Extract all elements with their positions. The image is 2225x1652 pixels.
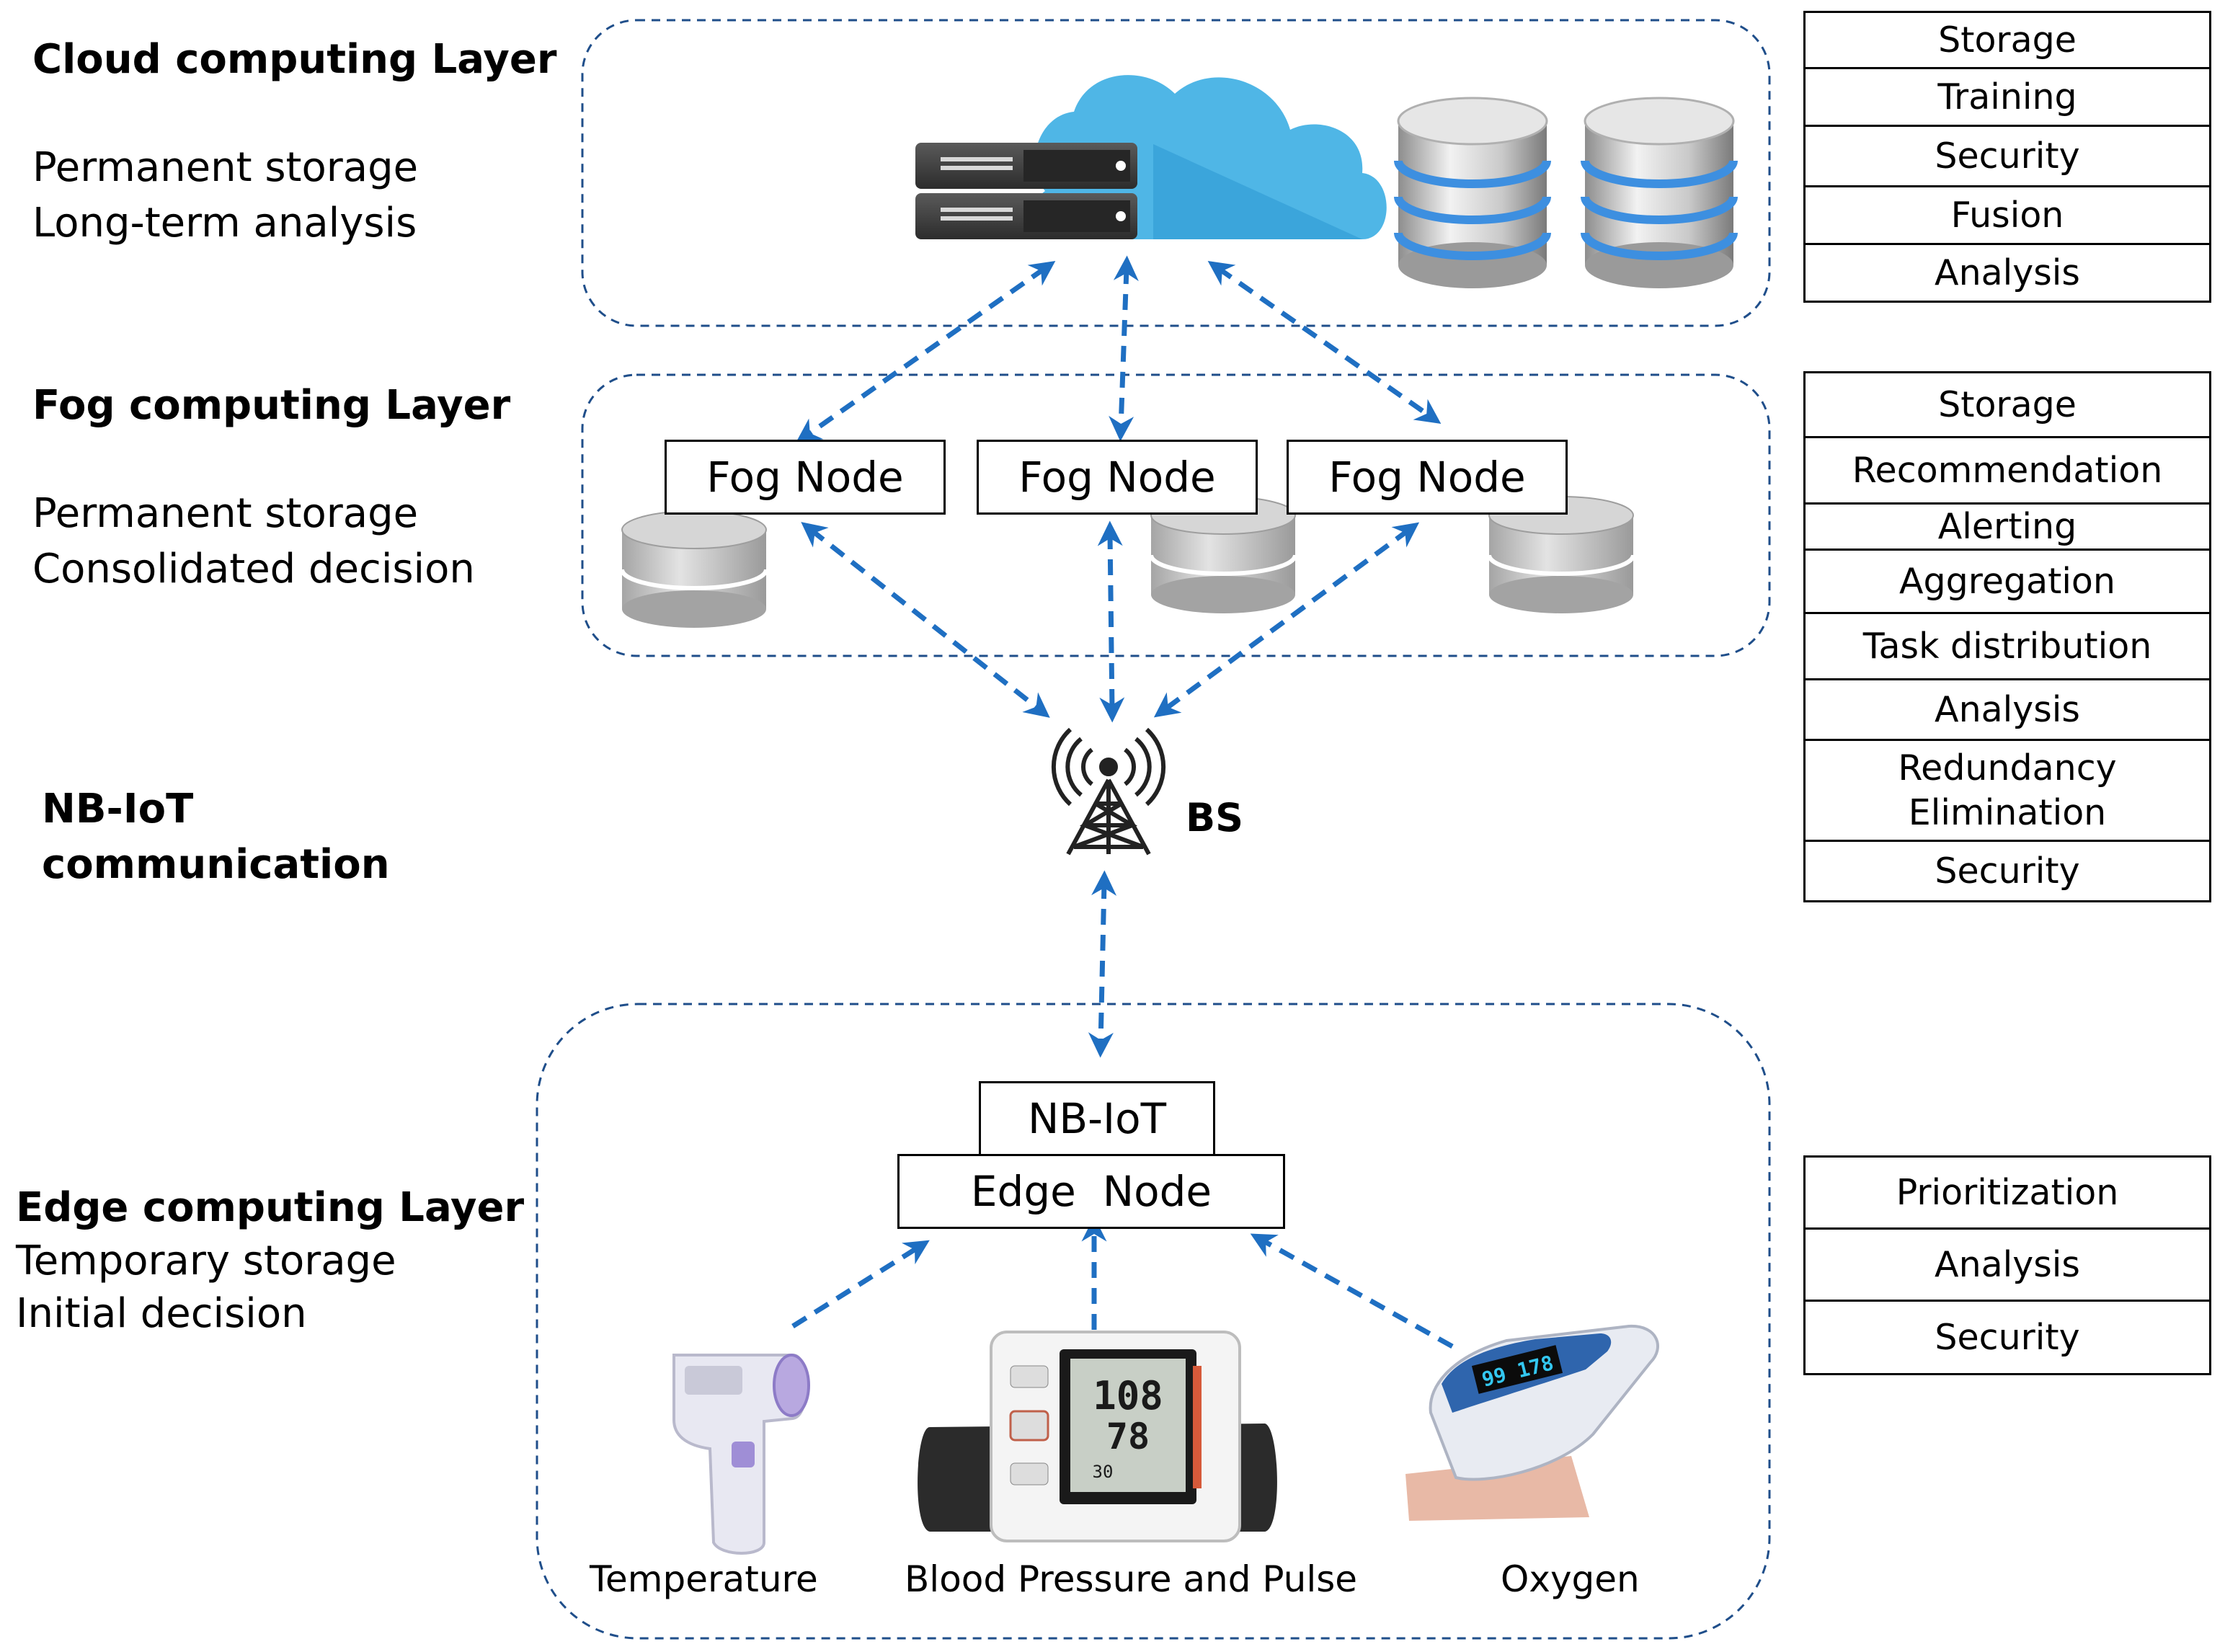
- device-label-oxygen: Oxygen: [1501, 1558, 1640, 1600]
- edge-node-label: Edge Node: [970, 1167, 1212, 1216]
- cloud-function-item: Fusion: [1803, 187, 2211, 245]
- arrow-cloud-fog2: [1109, 255, 1139, 442]
- fog-node-label: Fog Node: [706, 453, 904, 502]
- fog-node-1: Fog Node: [665, 440, 946, 515]
- fog-function-item: Recommendation: [1803, 438, 2211, 505]
- arrow-oxy-edge: [1250, 1233, 1454, 1349]
- fog-function-item: Analysis: [1803, 680, 2211, 741]
- cloud-function-item: Security: [1803, 127, 2211, 187]
- fog-function-item: Storage: [1803, 373, 2211, 438]
- edge-layer-title: Edge computing Layer: [16, 1184, 525, 1231]
- fog-node-3: Fog Node: [1287, 440, 1568, 515]
- device-label-blood-pressure: Blood Pressure and Pulse: [905, 1558, 1358, 1600]
- bp-systolic-readout: 108: [1093, 1373, 1163, 1418]
- cloud-layer-desc-2: Long-term analysis: [32, 200, 417, 247]
- arrow-bs-edge: [1088, 870, 1117, 1058]
- edge-function-item: Security: [1803, 1302, 2211, 1375]
- fog-layer-desc-1: Permanent storage: [32, 490, 419, 537]
- nbiot-layer-title-1: NB-IoT: [42, 786, 194, 832]
- bp-pulse-readout: 30: [1093, 1462, 1114, 1482]
- bp-diastolic-readout: 78: [1106, 1416, 1150, 1457]
- nbiot-layer-title-2: communication: [42, 841, 390, 888]
- database-icon: [620, 510, 768, 628]
- database-icon: [1487, 496, 1635, 613]
- fog-node-label: Fog Node: [1328, 453, 1526, 502]
- cloud-function-item: Training: [1803, 69, 2211, 127]
- fog-function-item: Task distribution: [1803, 614, 2211, 680]
- fog-node-2: Fog Node: [977, 440, 1258, 515]
- cloud-layer-title: Cloud computing Layer: [32, 36, 557, 83]
- infrared-thermometer-icon: [672, 1354, 810, 1555]
- edge-function-item: Prioritization: [1803, 1158, 2211, 1230]
- device-label-temperature: Temperature: [590, 1558, 818, 1600]
- fog-function-item: Redundancy Elimination: [1803, 741, 2211, 842]
- cloud-function-item: Storage: [1803, 13, 2211, 69]
- arrow-fog2-bs: [1097, 520, 1125, 723]
- edge-function-item: Analysis: [1803, 1230, 2211, 1302]
- base-station-label: BS: [1186, 795, 1244, 840]
- arrow-fog1-bs: [801, 522, 1050, 718]
- server-rack-icon: [915, 143, 1137, 239]
- blood-pressure-monitor-icon: 108 78 30: [918, 1331, 1277, 1542]
- fog-function-item: Aggregation: [1803, 551, 2211, 614]
- arrow-cloud-fog3: [1207, 260, 1442, 425]
- fog-layer-desc-2: Consolidated decision: [32, 546, 475, 592]
- fog-layer-title: Fog computing Layer: [32, 382, 511, 429]
- cloud-layer-region: [581, 19, 1771, 327]
- arrow-temp-edge: [791, 1240, 930, 1328]
- cloud-layer-desc-1: Permanent storage: [32, 144, 419, 191]
- cell-tower-icon: [1051, 727, 1166, 856]
- fog-node-label: Fog Node: [1018, 453, 1216, 502]
- database-icon: [1581, 97, 1738, 288]
- fog-function-item: Alerting: [1803, 505, 2211, 551]
- cloud-function-item: Analysis: [1803, 245, 2211, 303]
- edge-node-box: Edge Node: [897, 1154, 1285, 1229]
- nbiot-module-label: NB-IoT: [1027, 1094, 1167, 1143]
- pulse-oximeter-icon: 99 178: [1405, 1324, 1659, 1521]
- edge-layer-desc-2: Initial decision: [16, 1290, 307, 1337]
- edge-layer-desc-1: Temporary storage: [16, 1238, 396, 1284]
- arrow-cloud-fog1: [795, 260, 1056, 444]
- edge-layer-region: [536, 1003, 1771, 1640]
- database-icon: [1394, 97, 1551, 288]
- nbiot-module-box: NB-IoT: [979, 1081, 1215, 1156]
- fog-function-item: Security: [1803, 842, 2211, 902]
